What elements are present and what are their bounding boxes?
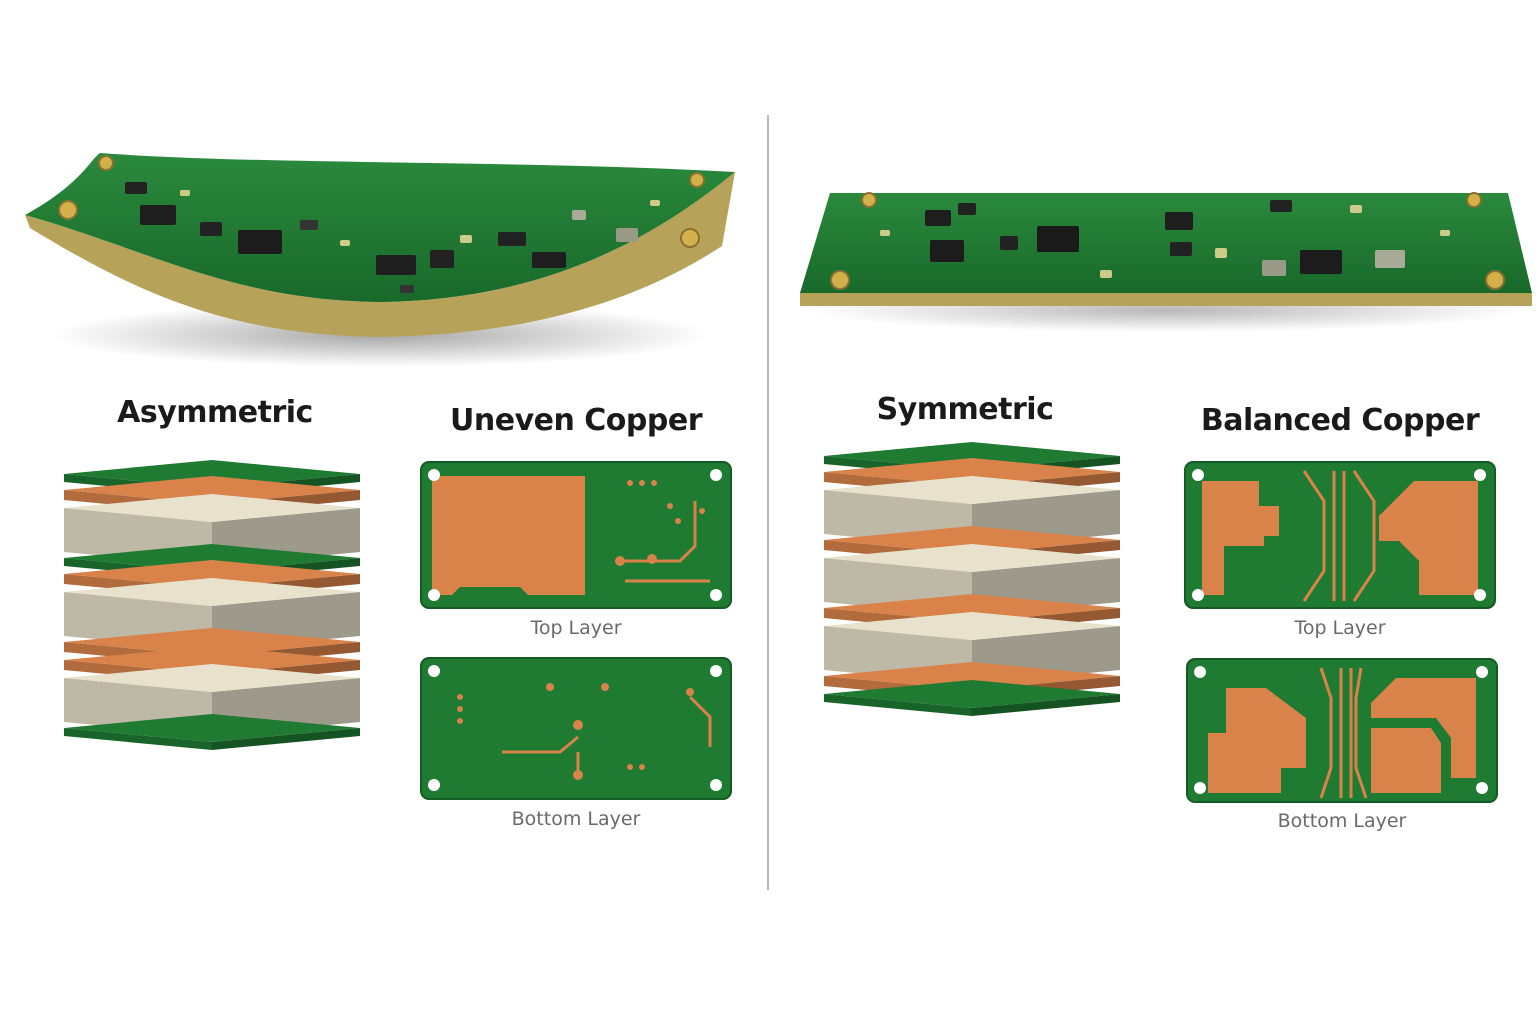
- balanced-bottom-layer-label: Bottom Layer: [1277, 810, 1407, 832]
- component-chip: [1350, 205, 1362, 213]
- component-chip: [460, 235, 472, 243]
- uneven-top-layer-label: Top Layer: [530, 617, 622, 639]
- component-chip: [1262, 260, 1286, 276]
- balanced-copper-title: Balanced Copper: [1200, 403, 1480, 438]
- component-chip: [1300, 250, 1342, 274]
- component-chip: [125, 182, 147, 194]
- stack-layer-soldermask: [64, 714, 360, 750]
- uneven-top-layer-board: [420, 461, 732, 609]
- stack-layer-soldermask: [824, 680, 1120, 716]
- panel-divider: [767, 115, 769, 890]
- asymmetric-layer-stack: [64, 460, 360, 750]
- symmetric-layer-stack: [824, 442, 1120, 716]
- component-chip: [238, 230, 282, 254]
- component-chip: [616, 228, 638, 242]
- component-chip: [880, 230, 890, 236]
- component-chip: [340, 240, 350, 246]
- component-chip: [532, 252, 566, 268]
- balanced-top-layer-board: [1184, 461, 1496, 609]
- component-chip: [1215, 248, 1227, 258]
- component-chip: [1037, 226, 1079, 252]
- component-chip: [650, 200, 660, 206]
- uneven-bottom-layer-label: Bottom Layer: [511, 808, 641, 830]
- component-chip: [498, 232, 526, 246]
- component-chip: [300, 220, 318, 230]
- uneven-copper-title: Uneven Copper: [450, 403, 703, 438]
- component-chip: [1270, 200, 1292, 212]
- component-chip: [140, 205, 176, 225]
- component-chip: [930, 240, 964, 262]
- component-chip: [925, 210, 951, 226]
- component-chip: [1375, 250, 1405, 268]
- symmetric-title: Symmetric: [876, 392, 1054, 427]
- balanced-bottom-layer-board: [1186, 658, 1498, 803]
- component-chip: [400, 285, 414, 293]
- asymmetric-title: Asymmetric: [117, 395, 313, 430]
- component-chip: [1170, 242, 1192, 256]
- component-chip: [430, 250, 454, 268]
- component-chip: [1165, 212, 1193, 230]
- component-chip: [1440, 230, 1450, 236]
- component-chip: [572, 210, 586, 220]
- component-chip: [1000, 236, 1018, 250]
- component-chip: [958, 203, 976, 215]
- component-chip: [376, 255, 416, 275]
- component-chip: [180, 190, 190, 196]
- balanced-top-layer-label: Top Layer: [1294, 617, 1386, 639]
- component-chip: [200, 222, 222, 236]
- uneven-bottom-layer-board: [420, 657, 732, 800]
- component-chip: [1100, 270, 1112, 278]
